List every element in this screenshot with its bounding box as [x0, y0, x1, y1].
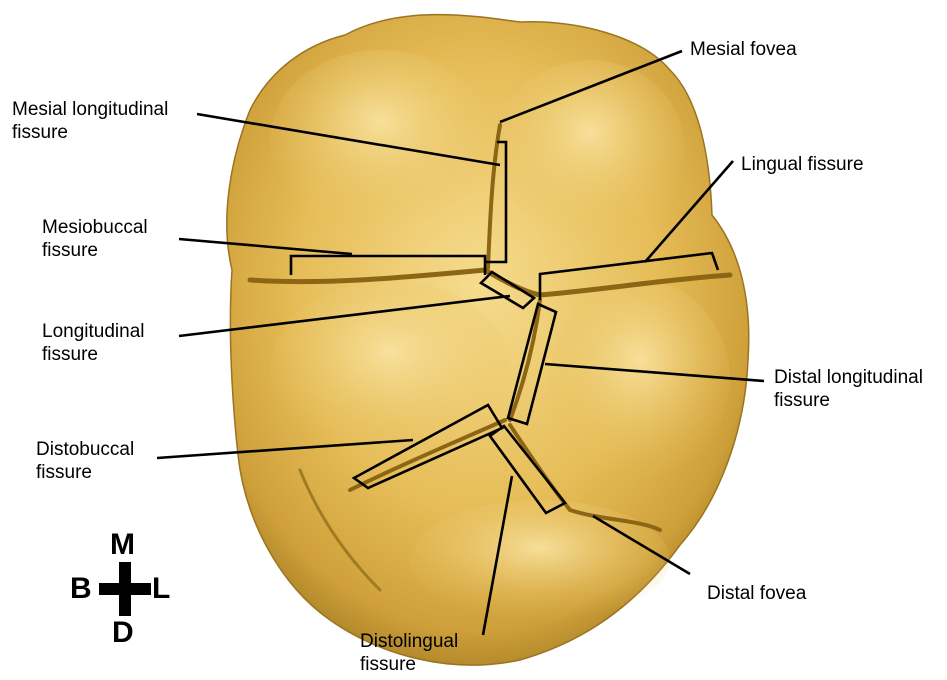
distolingual-cusp [550, 280, 730, 480]
compass-buccal: B [70, 574, 92, 604]
label-line: Longitudinal [42, 320, 144, 343]
distal-cusp [410, 500, 670, 620]
label-distobuccal-fissure: Distobuccal fissure [36, 438, 134, 484]
label-line: Distal longitudinal [774, 366, 923, 389]
label-line: Mesial longitudinal [12, 98, 168, 121]
compass-lingual: L [152, 574, 170, 604]
label-line: fissure [12, 121, 168, 144]
label-line: fissure [42, 343, 144, 366]
orientation-cross [99, 562, 151, 616]
compass-mesial: M [110, 530, 135, 560]
label-longitudinal-fissure: Longitudinal fissure [42, 320, 144, 366]
label-distolingual-fissure: Distolingual fissure [360, 630, 458, 676]
label-line: fissure [42, 239, 148, 262]
label-line: Distolingual [360, 630, 458, 653]
label-line: fissure [360, 653, 458, 676]
label-mesial-fovea: Mesial fovea [690, 38, 797, 61]
label-distal-longitudinal-fissure: Distal longitudinal fissure [774, 366, 923, 412]
label-line: fissure [774, 389, 923, 412]
label-mesiobuccal-fissure: Mesiobuccal fissure [42, 216, 148, 262]
label-lingual-fissure: Lingual fissure [741, 153, 864, 176]
label-distal-fovea: Distal fovea [707, 582, 806, 605]
label-line: fissure [36, 461, 134, 484]
compass-distal: D [112, 618, 134, 648]
label-line: Distobuccal [36, 438, 134, 461]
label-mesial-longitudinal-fissure: Mesial longitudinal fissure [12, 98, 168, 144]
label-line: Mesiobuccal [42, 216, 148, 239]
mesiobuccal-cusp [270, 50, 490, 230]
